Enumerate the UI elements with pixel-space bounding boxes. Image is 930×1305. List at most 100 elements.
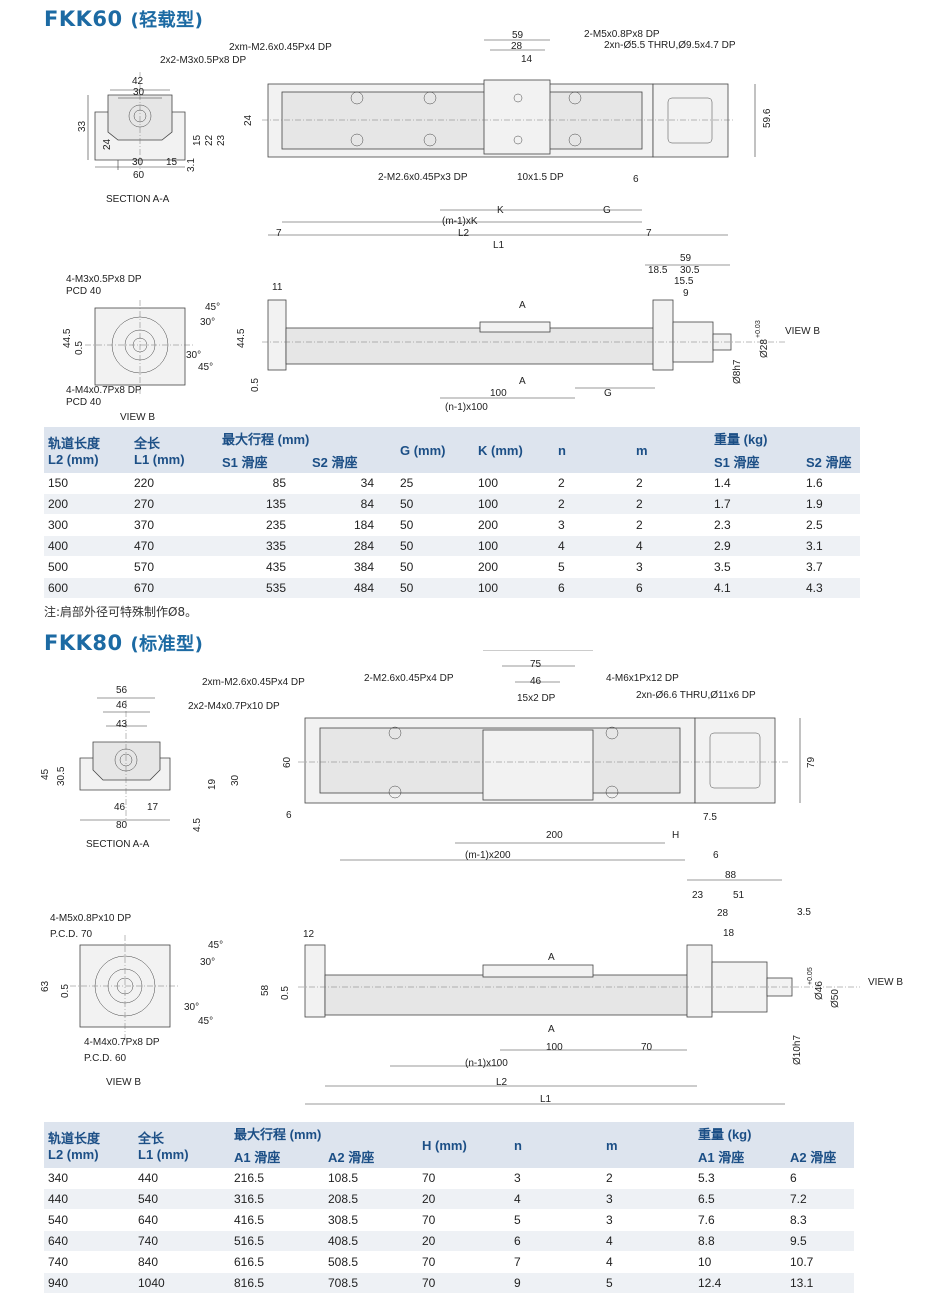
section-aa-label: SECTION A-A bbox=[86, 839, 150, 850]
fkk60-drawing: 42 30 33 24 30 15 60 15 22 23 3.1 SECTIO… bbox=[62, 30, 820, 423]
dim-G: G bbox=[603, 205, 611, 216]
dim-30: 30 bbox=[230, 774, 241, 786]
fkk60-side-view: 11 44.5 0.5 A A 100 (n-1)x100 G 59 18.5 … bbox=[236, 253, 820, 413]
phi28: Ø28 bbox=[759, 339, 770, 358]
dim-4-5: 4.5 bbox=[192, 818, 203, 832]
dim-88: 88 bbox=[725, 870, 737, 881]
tap-xm: 2xm-M2.6x0.45Px4 DP bbox=[202, 677, 305, 688]
dim-46: 46 bbox=[530, 676, 542, 687]
dim-L2: L2 bbox=[496, 1077, 508, 1088]
dim-33: 33 bbox=[77, 120, 88, 132]
dim-0-5b: 0.5 bbox=[250, 378, 261, 392]
fkk60-note: 注:肩部外径可特殊制作Ø8。 bbox=[44, 605, 198, 619]
dim-3-1: 3.1 bbox=[186, 158, 197, 172]
dim-K: K bbox=[497, 205, 504, 216]
dim-n1x100: (n-1)x100 bbox=[445, 402, 488, 413]
tap-m5: 2-M5x0.8Px8 DP bbox=[584, 30, 660, 40]
dim-28: 28 bbox=[717, 908, 729, 919]
phi8: Ø8h7 bbox=[732, 359, 743, 384]
fkk80-title: FKK80 (标准型) bbox=[44, 631, 204, 655]
dim-n1x100: (n-1)x100 bbox=[465, 1058, 508, 1069]
dim-46s: 46 bbox=[116, 700, 128, 711]
angle-45: 45° bbox=[205, 302, 220, 313]
dim-L2: L2 bbox=[458, 228, 470, 239]
dim-H: H bbox=[672, 830, 679, 841]
dim-46b: 46 bbox=[114, 802, 126, 813]
dim-58: 58 bbox=[260, 984, 271, 996]
dim-60: 60 bbox=[282, 756, 293, 768]
dim-0-5: 0.5 bbox=[60, 984, 71, 998]
fkk60-view-b: 4-M3x0.5Px8 DP PCD 40 4-M4x0.7Px8 DP PCD… bbox=[62, 274, 220, 423]
angle-30: 30° bbox=[200, 317, 215, 328]
dim-m1x200: (m-1)x200 bbox=[465, 850, 511, 861]
dim-43: 43 bbox=[116, 719, 128, 730]
dim-L1: L1 bbox=[540, 1094, 552, 1105]
fkk80-section-aa: 56 46 43 45 30.5 19 30 46 17 80 4.5 SECT… bbox=[40, 685, 241, 850]
pcd70: P.C.D. 70 bbox=[50, 929, 92, 940]
dim-m1K: (m-1)xK bbox=[442, 216, 478, 227]
tap-xm: 2xm-M2.6x0.45Px4 DP bbox=[229, 42, 332, 53]
dim-30: 30 bbox=[133, 87, 145, 98]
dim-15: 15 bbox=[166, 157, 178, 168]
dim-9: 9 bbox=[683, 288, 689, 299]
dim-59: 59 bbox=[512, 30, 524, 41]
dim-15-5: 15.5 bbox=[674, 276, 694, 287]
dim-15r: 15 bbox=[192, 134, 203, 146]
dim-0-5: 0.5 bbox=[74, 341, 85, 355]
tap-m4: 2x2-M4x0.7Px10 DP bbox=[188, 701, 280, 712]
fkk80-drawing: 56 46 43 45 30.5 19 30 46 17 80 4.5 SECT… bbox=[40, 650, 903, 1105]
fkk80-side-view: 88 23 51 28 18 3.5 12 58 0.5 A A 100 70 … bbox=[260, 870, 903, 1105]
pcd40b: PCD 40 bbox=[66, 397, 101, 408]
fkk80-top-view: 116 75 46 15x2 DP 2xm-M2.6x0.45Px4 DP 2x… bbox=[188, 650, 817, 861]
dim-G2: G bbox=[604, 388, 612, 399]
view-b-label: VIEW B bbox=[106, 1077, 141, 1088]
dim-7-5: 7.5 bbox=[703, 812, 717, 823]
pcd60: P.C.D. 60 bbox=[84, 1053, 126, 1064]
dim-75: 75 bbox=[530, 659, 542, 670]
tap-m26: 2-M2.6x0.45Px3 DP bbox=[378, 172, 468, 183]
dim-59-6: 59.6 bbox=[762, 108, 773, 128]
angle-30: 30° bbox=[200, 957, 215, 968]
dim-116: 116 bbox=[525, 650, 541, 653]
dim-79: 79 bbox=[806, 756, 817, 768]
view-b-label: VIEW B bbox=[120, 412, 155, 423]
tap-m3: 2x2-M3x0.5Px8 DP bbox=[160, 55, 246, 66]
view-b-arrow: VIEW B bbox=[868, 977, 903, 988]
dim-100: 100 bbox=[546, 1042, 563, 1053]
dim-51: 51 bbox=[733, 890, 745, 901]
dim-22: 22 bbox=[204, 134, 215, 146]
dim-18: 18 bbox=[723, 928, 735, 939]
dim-30-5: 30.5 bbox=[680, 265, 700, 276]
dim-3-5: 3.5 bbox=[797, 907, 811, 918]
dim-19: 19 bbox=[207, 778, 218, 790]
dim-60: 60 bbox=[133, 170, 145, 181]
pcd40a: PCD 40 bbox=[66, 286, 101, 297]
m5-flange: 4-M5x0.8Px10 DP bbox=[50, 913, 131, 924]
phi10: Ø10h7 bbox=[792, 1035, 803, 1065]
dim-44-5b: 44.5 bbox=[236, 328, 247, 348]
dim-30-5: 30.5 bbox=[56, 766, 67, 786]
dim-6b: 6 bbox=[713, 850, 719, 861]
section-aa-label: SECTION A-A bbox=[106, 194, 170, 205]
m3-flange: 4-M3x0.5Px8 DP bbox=[66, 274, 142, 285]
fkk60-section-aa: 42 30 33 24 30 15 60 15 22 23 3.1 SECTIO… bbox=[77, 72, 227, 205]
dim-59b: 59 bbox=[680, 253, 692, 264]
phi50: Ø50 bbox=[830, 989, 841, 1008]
dim-6: 6 bbox=[286, 810, 292, 821]
phi28-tol: +0.03 bbox=[755, 320, 762, 338]
dim-30b: 30 bbox=[132, 157, 144, 168]
angle-45b: 45° bbox=[198, 362, 213, 373]
dim-28: 28 bbox=[511, 41, 523, 52]
angle-30b: 30° bbox=[184, 1002, 199, 1013]
dim-11: 11 bbox=[272, 282, 283, 293]
